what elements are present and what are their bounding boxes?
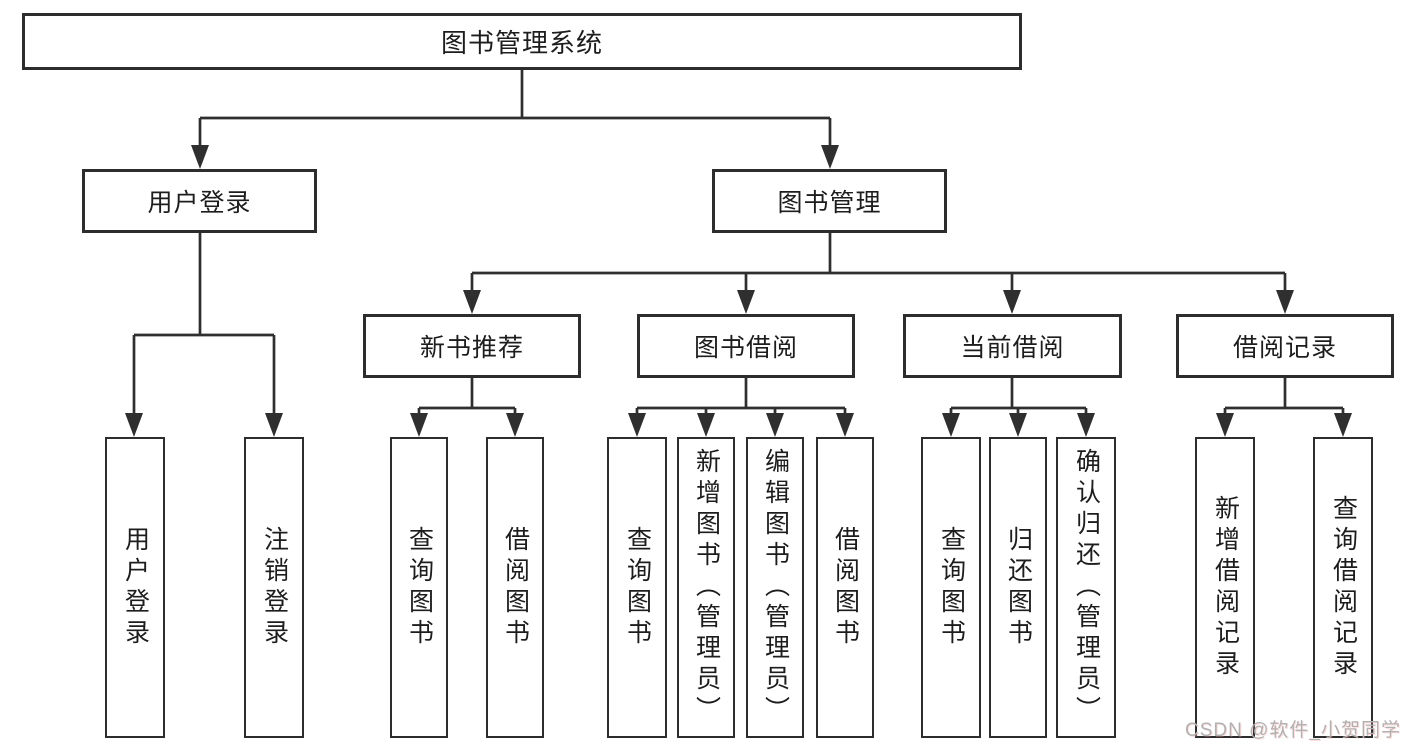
arrowhead [697,413,715,437]
connector-user-login [132,233,276,414]
node-label: 借阅记录 [1232,334,1337,362]
leaf-label: 借阅图书 [831,525,860,650]
node-label: 图书管理 [777,189,882,217]
connector-borrow-record [1223,378,1345,414]
arrowhead [766,413,784,437]
leaf-edit-books-admin: 编辑图书（管理员） [746,437,804,738]
leaf-label: 编辑图书（管理员） [761,448,790,727]
leaf-logout: 注销登录 [244,437,304,738]
arrowhead [410,413,428,437]
arrowhead [1009,413,1027,437]
arrowhead [942,413,960,437]
node-current-borrow: 当前借阅 [903,314,1122,378]
node-new-book-recommend: 新书推荐 [363,314,581,378]
arrowhead [821,145,839,169]
arrowhead [1216,413,1234,437]
leaf-label: 借阅图书 [501,525,530,650]
leaf-label: 查询图书 [623,525,652,650]
node-book-management: 图书管理 [712,169,947,233]
leaf-query-books-2: 查询图书 [607,437,667,738]
connector-current-borrow [949,378,1088,414]
leaf-label: 注销登录 [260,525,289,650]
leaf-borrow-books-2: 借阅图书 [816,437,874,738]
node-label: 图书借阅 [693,334,798,362]
arrowhead [506,413,524,437]
node-label: 当前借阅 [960,334,1065,362]
node-label: 用户登录 [147,189,252,217]
arrowhead [191,145,209,169]
node-book-borrow: 图书借阅 [637,314,855,378]
node-borrow-record: 借阅记录 [1176,314,1394,378]
arrowhead [628,413,646,437]
arrowhead [1276,290,1294,314]
node-label: 图书管理系统 [440,28,603,58]
connector-root [198,70,832,146]
node-label: 新书推荐 [419,334,524,362]
leaf-label: 查询借阅记录 [1329,494,1358,681]
node-library-system: 图书管理系统 [22,13,1022,70]
leaf-confirm-return-admin: 确认归还（管理员） [1056,437,1116,738]
leaf-user-login: 用户登录 [105,437,165,738]
arrowhead [463,290,481,314]
leaf-label: 归还图书 [1004,525,1033,650]
arrowhead [836,413,854,437]
leaf-query-books-3: 查询图书 [921,437,981,738]
leaf-label: 查询图书 [937,525,966,650]
leaf-return-books: 归还图书 [989,437,1047,738]
leaf-query-books-1: 查询图书 [390,437,448,738]
leaf-add-books-admin: 新增图书（管理员） [677,437,735,738]
leaf-label: 查询图书 [405,525,434,650]
arrowhead [1003,290,1021,314]
leaf-label: 确认归还（管理员） [1072,448,1101,727]
node-user-login: 用户登录 [82,169,317,233]
leaf-query-borrow-record: 查询借阅记录 [1313,437,1373,738]
connector-new-book [417,378,517,414]
leaf-label: 用户登录 [121,525,150,650]
leaf-borrow-books-1: 借阅图书 [486,437,544,738]
connector-book-borrow [635,378,847,414]
arrowhead [125,413,143,437]
leaf-label: 新增图书（管理员） [692,448,721,727]
arrowhead [265,413,283,437]
arrowhead [1077,413,1095,437]
csdn-watermark: CSDN @软件_小贺同学 [1185,720,1401,741]
leaf-add-borrow-record: 新增借阅记录 [1195,437,1255,738]
arrowhead [737,290,755,314]
leaf-label: 新增借阅记录 [1211,494,1240,681]
connector-book-mgmt [470,233,1287,291]
arrowhead [1334,413,1352,437]
